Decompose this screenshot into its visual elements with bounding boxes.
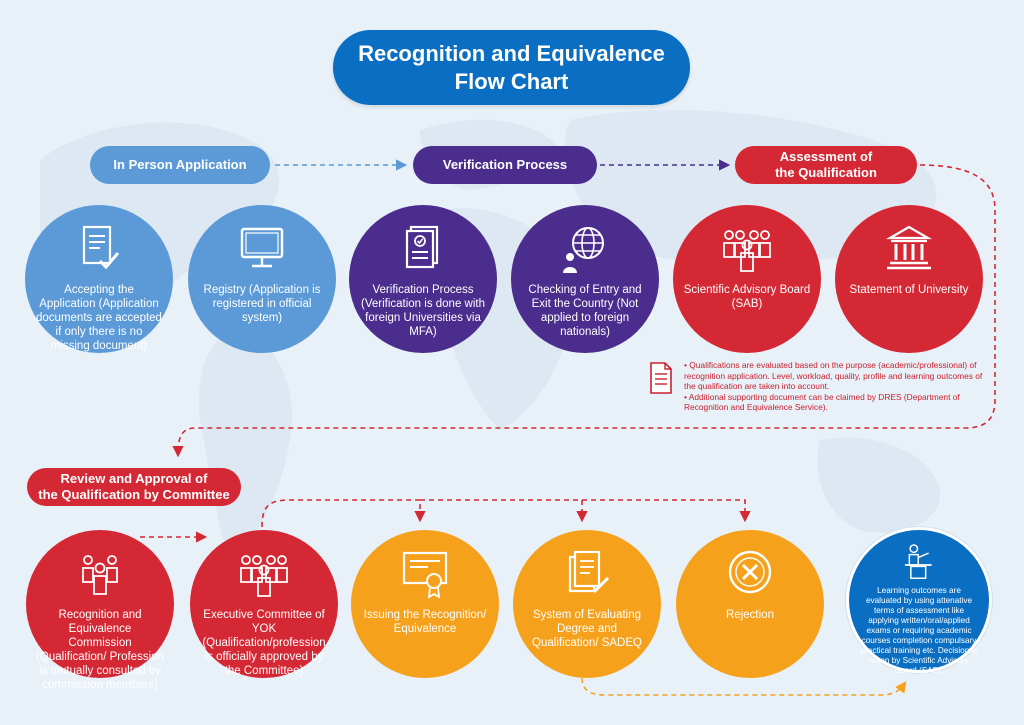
verified-document-icon <box>405 225 439 269</box>
circle-checking-entry-exit: Checking of Entry and Exit the Country (… <box>511 205 659 353</box>
registry-text: Registry (Application is registered in o… <box>203 284 321 324</box>
university-building-icon <box>885 225 933 270</box>
circle-statement-of-university: Statement of University <box>835 205 983 353</box>
header-review-line2: the Qualification by Committee <box>38 487 230 502</box>
header-review-line1: Review and Approval of <box>60 471 208 486</box>
header-verification-process: Verification Process <box>413 146 597 184</box>
circle-rejection: Rejection <box>676 530 824 678</box>
chart-title: Recognition and Equivalence Flow Chart <box>333 30 690 105</box>
executive-text: Executive Committee of YOK (Qualificatio… <box>202 609 326 677</box>
sadeq-text: System of Evaluating Degree and Qualific… <box>532 609 642 649</box>
document-note-icon <box>650 362 672 394</box>
header-review-approval: Review and Approval of the Qualification… <box>27 468 241 506</box>
chart-title-line1: Recognition and Equivalence <box>358 40 665 66</box>
checking-text: Checking of Entry and Exit the Country (… <box>528 284 642 338</box>
accepting-text: Accepting the Application (Application d… <box>36 284 162 352</box>
globe-person-icon <box>563 227 604 273</box>
circle-sadeq-system: System of Evaluating Degree and Qualific… <box>513 530 661 678</box>
document-check-icon <box>82 225 120 270</box>
circle-scientific-advisory-board: Scientific Advisory Board (SAB) <box>673 205 821 353</box>
certificate-icon <box>402 551 448 599</box>
reject-x-icon <box>728 550 772 594</box>
circle-learning-outcomes: Learning outcomes are evaluated by using… <box>846 527 992 675</box>
note-item-2: • Additional supporting document can be … <box>684 391 960 413</box>
lecturer-podium-icon <box>904 544 932 580</box>
sab-text: Scientific Advisory Board (SAB) <box>683 284 811 310</box>
chart-title-line2: Flow Chart <box>454 68 569 94</box>
commission-text: Recognition and Equivalence Commission (… <box>36 609 164 691</box>
rejection-text: Rejection <box>726 609 774 621</box>
verification-text: Verification Process (Verification is do… <box>360 284 485 338</box>
circle-verification: Verification Process (Verification is do… <box>349 205 497 353</box>
learning-outcomes-text: Learning outcomes are evaluated by using… <box>860 586 978 675</box>
note-item-1: • Qualifications are evaluated based on … <box>684 360 983 391</box>
circle-issuing-recognition: Issuing the Recognition/ Equivalence <box>351 530 499 678</box>
circle-recognition-commission: Recognition and Equivalence Commission (… <box>26 530 174 691</box>
assessment-notes: • Qualifications are evaluated based on … <box>684 360 994 413</box>
group-people-icon <box>82 555 118 595</box>
statement-text: Statement of University <box>849 284 969 296</box>
header-in-person-application: In Person Application <box>90 146 270 184</box>
header-assessment: Assessment of the Qualification <box>735 146 917 184</box>
header-verification-label: Verification Process <box>442 157 568 172</box>
circle-executive-committee: Executive Committee of YOK (Qualificatio… <box>190 530 338 678</box>
header-assessment-line2: the Qualification <box>775 165 877 180</box>
group-people-icon <box>240 555 288 597</box>
computer-monitor-icon <box>240 227 284 268</box>
circle-registry: Registry (Application is registered in o… <box>188 205 336 353</box>
group-people-icon <box>723 230 771 272</box>
header-assessment-line1: Assessment of <box>779 149 873 164</box>
issuing-text: Issuing the Recognition/ Equivalence <box>363 609 487 635</box>
circle-accepting-application: Accepting the Application (Application d… <box>25 205 173 353</box>
header-in-person-label: In Person Application <box>113 157 247 172</box>
documents-pen-icon <box>568 550 610 594</box>
